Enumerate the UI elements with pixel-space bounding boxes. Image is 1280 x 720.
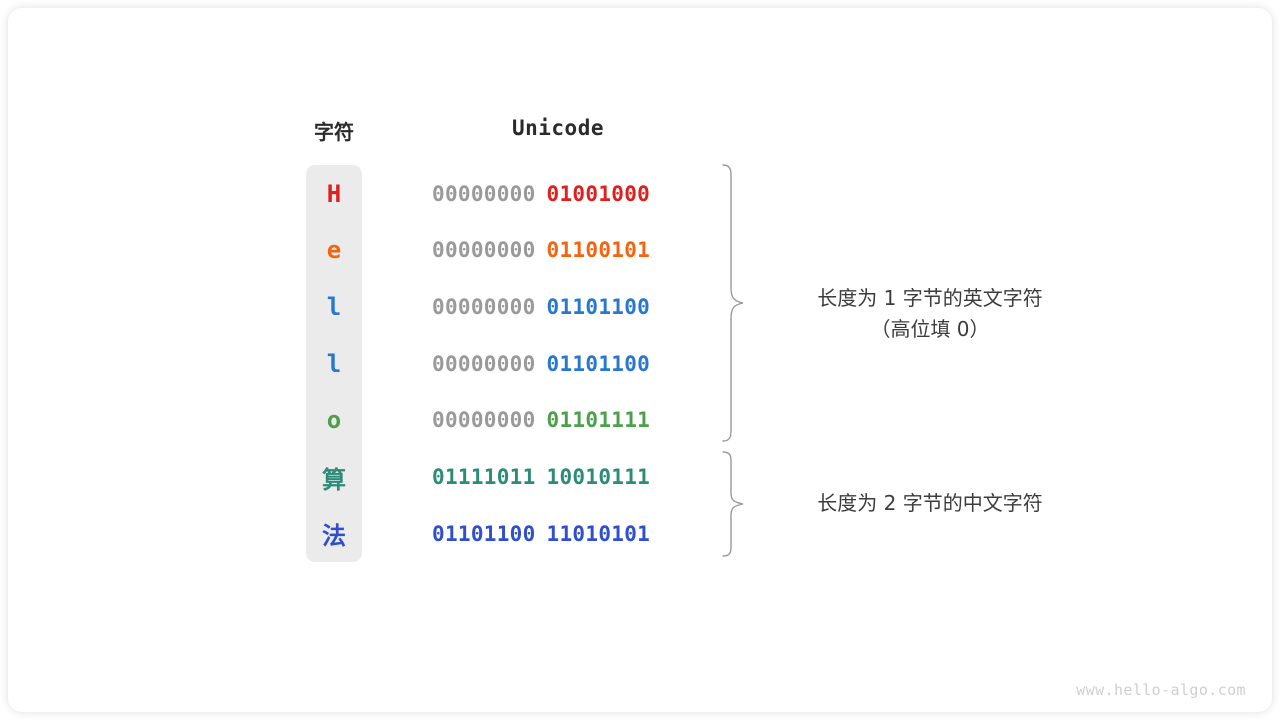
high-byte: 00000000 <box>432 181 536 206</box>
unicode-bits-cell: 01101100 11010101 <box>432 505 650 562</box>
unicode-bits-cell: 01111011 10010111 <box>432 449 650 506</box>
table-row: e 00000000 01100101 <box>306 222 706 279</box>
low-byte: 01101100 <box>546 351 651 376</box>
annotation-one-byte-line2: （高位填 0） <box>870 317 990 341</box>
low-byte: 11010101 <box>546 521 651 546</box>
unicode-bits-cell: 00000000 01101100 <box>432 335 650 392</box>
table-row: l 00000000 01101100 <box>306 278 706 335</box>
character-cell: 法 <box>322 522 346 551</box>
annotation-one-byte: 长度为 1 字节的英文字符 （高位填 0） <box>762 283 1098 345</box>
low-byte: 10010111 <box>546 465 651 489</box>
low-byte: 01101111 <box>546 408 651 433</box>
character-cell: 算 <box>322 465 346 494</box>
brace-two-byte-group <box>720 450 746 558</box>
unicode-bits-cell: 00000000 01001000 <box>432 165 650 222</box>
brace-one-byte-group <box>720 163 746 443</box>
low-byte: 01100101 <box>546 238 651 263</box>
high-byte: 00000000 <box>432 408 536 433</box>
high-byte: 01111011 <box>432 465 536 489</box>
annotation-two-byte-line1: 长度为 2 字节的中文字符 <box>817 491 1043 515</box>
column-header-unicode: Unicode <box>511 116 604 140</box>
character-cell: H <box>326 179 342 208</box>
low-byte: 01001000 <box>546 181 651 206</box>
character-column-background <box>306 165 362 562</box>
high-byte: 00000000 <box>432 351 536 376</box>
table-row: H 00000000 01001000 <box>306 165 706 222</box>
annotation-two-byte: 长度为 2 字节的中文字符 <box>762 488 1098 519</box>
high-byte: 01101100 <box>432 521 536 546</box>
unicode-bits-cell: 00000000 01101111 <box>432 392 650 449</box>
table-row: 法 01101100 11010101 <box>306 505 706 562</box>
watermark: www.hello-algo.com <box>1076 681 1246 699</box>
low-byte: 01101100 <box>546 294 651 319</box>
annotation-one-byte-line1: 长度为 1 字节的英文字符 <box>817 286 1043 310</box>
character-cell: l <box>326 292 342 321</box>
table-row: o 00000000 01101111 <box>306 392 706 449</box>
table-row: 算 01111011 10010111 <box>306 449 706 506</box>
unicode-bits-cell: 00000000 01101100 <box>432 278 650 335</box>
table-row: l 00000000 01101100 <box>306 335 706 392</box>
high-byte: 00000000 <box>432 238 536 263</box>
character-cell: l <box>326 349 342 378</box>
high-byte: 00000000 <box>432 294 536 319</box>
character-cell: e <box>326 236 342 265</box>
figure-card <box>8 8 1272 712</box>
character-cell: o <box>326 406 342 435</box>
unicode-bits-cell: 00000000 01100101 <box>432 222 650 279</box>
column-header-character: 字符 <box>314 120 354 144</box>
